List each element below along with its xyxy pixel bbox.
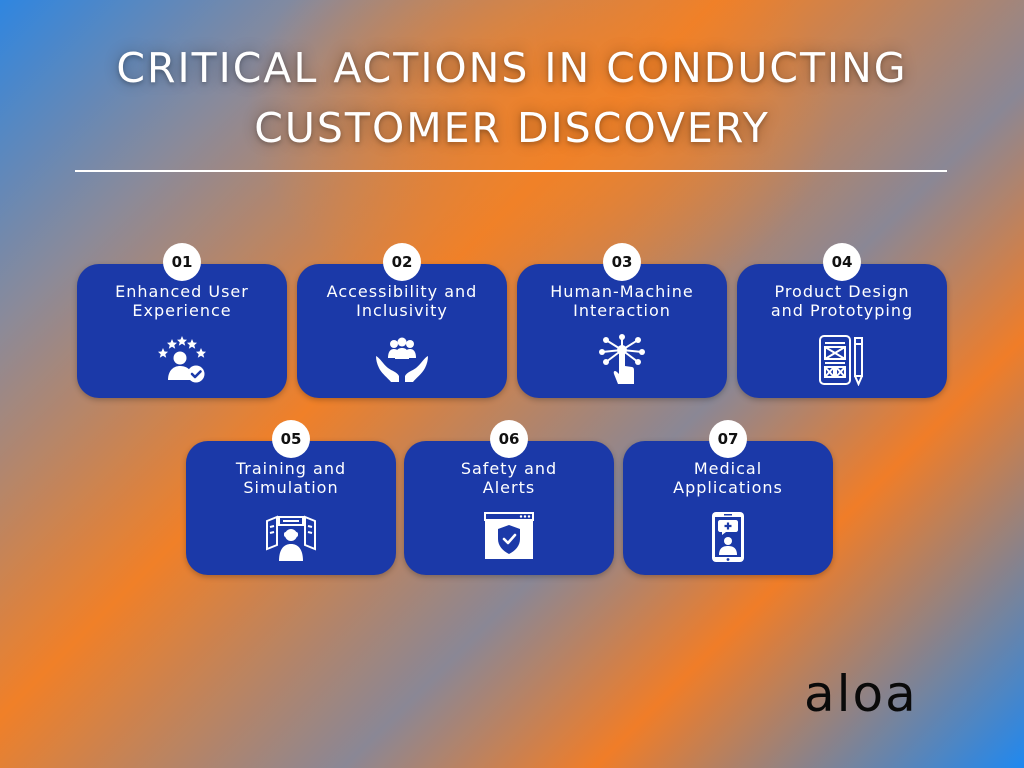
card-label-line-1: Safety and: [460, 459, 558, 478]
security-shield-icon: [484, 512, 534, 559]
card-label-line-1: Accessibility and: [326, 282, 478, 301]
card-accessibility-inclusivity: 02 Accessibility and Inclusivity: [297, 243, 507, 398]
card-training-simulation: 05 Training and Simulation: [186, 420, 396, 575]
wireframe-pencil-icon: [819, 335, 863, 386]
card-label: Accessibility and Inclusivity: [305, 282, 499, 320]
card-label-line-1: Human-Machine: [550, 282, 694, 301]
card-label: Training and Simulation: [194, 459, 388, 497]
card-label: Medical Applications: [631, 459, 825, 497]
card-label: Safety and Alerts: [412, 459, 606, 497]
card-product-design-prototyping: 04 Product Design and Prototyping: [737, 243, 947, 398]
page-title: CRITICAL ACTIONS IN CONDUCTING CUSTOMER …: [0, 38, 1024, 158]
card-medical-applications: 07 Medical Applications: [623, 420, 833, 575]
card-label-line-2: Inclusivity: [356, 301, 448, 320]
title-line-2: CUSTOMER DISCOVERY: [254, 104, 770, 152]
card-label-line-1: Enhanced User: [115, 282, 249, 301]
card-human-machine-interaction: 03 Human-Machine Interaction: [517, 243, 727, 398]
card-number-badge: 06: [490, 420, 528, 458]
card-label-line-2: Interaction: [573, 301, 671, 320]
aloa-logo: aloa: [804, 665, 918, 723]
card-label: Product Design and Prototyping: [745, 282, 939, 320]
card-label-line-2: Simulation: [243, 478, 339, 497]
card-label: Enhanced User Experience: [85, 282, 279, 320]
community-hands-icon: [376, 337, 428, 382]
card-enhanced-user-experience: 01 Enhanced User Experience: [77, 243, 287, 398]
title-line-1: CRITICAL ACTIONS IN CONDUCTING: [116, 44, 908, 92]
touch-network-icon: [599, 334, 645, 384]
card-label-line-2: Applications: [673, 478, 783, 497]
card-label: Human-Machine Interaction: [525, 282, 719, 320]
user-rating-icon: [158, 336, 206, 383]
telemedicine-phone-icon: [712, 512, 744, 562]
card-safety-alerts: 06 Safety and Alerts: [404, 420, 614, 575]
title-divider: [75, 170, 947, 172]
card-label-line-1: Product Design: [774, 282, 910, 301]
card-number-badge: 05: [272, 420, 310, 458]
card-label-line-1: Training and: [235, 459, 347, 478]
card-label-line-1: Medical: [693, 459, 763, 478]
card-number-badge: 04: [823, 243, 861, 281]
card-number-badge: 07: [709, 420, 747, 458]
card-label-line-2: Alerts: [482, 478, 536, 497]
card-number-badge: 03: [603, 243, 641, 281]
vr-simulation-icon: [266, 515, 316, 561]
card-label-line-2: and Prototyping: [770, 301, 914, 320]
card-label-line-2: Experience: [132, 301, 232, 320]
card-number-badge: 01: [163, 243, 201, 281]
card-number-badge: 02: [383, 243, 421, 281]
